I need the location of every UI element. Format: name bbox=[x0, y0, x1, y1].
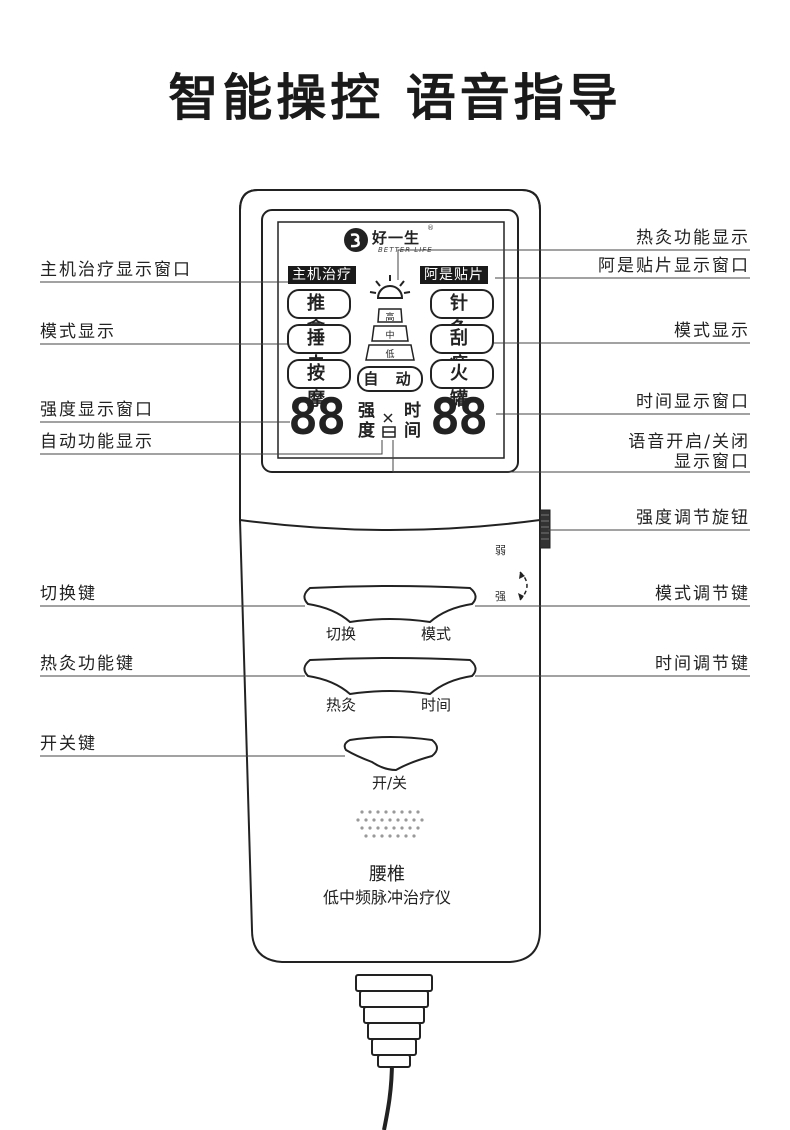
host-therapy-tag: 主机治疗 bbox=[288, 266, 356, 284]
auto-indicator: 自 动 bbox=[357, 366, 423, 392]
label-intensity-knob: 强度调节旋钮 bbox=[636, 508, 750, 528]
label-ashi-window: 阿是贴片显示窗口 bbox=[598, 256, 750, 276]
key-label-power: 开/关 bbox=[372, 774, 408, 792]
label-mode-key: 模式调节键 bbox=[655, 584, 750, 604]
label-power-key: 开关键 bbox=[40, 734, 97, 754]
label-intensity-window: 强度显示窗口 bbox=[40, 400, 154, 420]
heat-moxibustion-icon bbox=[369, 275, 411, 299]
level-low: 低 bbox=[385, 350, 395, 360]
level-high: 高 bbox=[385, 313, 395, 323]
heat-time-key bbox=[303, 657, 477, 696]
intensity-label-2: 度 bbox=[358, 421, 375, 441]
key-label-heat: 热灸 bbox=[326, 696, 357, 714]
power-key bbox=[343, 736, 438, 772]
intensity-level-bars bbox=[365, 308, 415, 361]
label-mode-display-left: 模式显示 bbox=[40, 322, 116, 342]
label-heat-display: 热灸功能显示 bbox=[636, 228, 750, 248]
brand-sub: BETTER LIFE bbox=[378, 246, 433, 254]
switch-mode-key bbox=[303, 585, 477, 624]
mode-zhenjiu: 针 灸 bbox=[430, 289, 494, 340]
product-name: 腰椎 bbox=[369, 864, 405, 885]
label-switch-key: 切换键 bbox=[40, 584, 97, 604]
time-label-2: 间 bbox=[404, 421, 421, 441]
mode-anmo: 按 摩 bbox=[287, 359, 351, 410]
key-label-time: 时间 bbox=[421, 696, 452, 714]
brand-mark: ® bbox=[427, 224, 435, 232]
speaker-grille bbox=[356, 810, 424, 838]
label-auto-display: 自动功能显示 bbox=[40, 432, 154, 452]
label-voice-toggle: 语音开启/关闭 bbox=[628, 432, 750, 452]
knob-strong-label: 强 bbox=[495, 590, 506, 603]
mode-tuina: 推 拿 bbox=[287, 289, 351, 340]
label-time-window: 时间显示窗口 bbox=[636, 392, 750, 412]
cable-strain-relief bbox=[355, 974, 433, 1068]
product-subtitle: 低中频脉冲治疗仪 bbox=[322, 888, 451, 907]
intensity-label-1: 强 bbox=[358, 401, 375, 421]
callout-lines bbox=[40, 249, 750, 757]
label-voice-window: 显示窗口 bbox=[674, 452, 750, 472]
mode-huoguan: 火 罐 bbox=[430, 359, 494, 410]
key-label-switch: 切换 bbox=[326, 625, 357, 643]
label-heat-key: 热灸功能键 bbox=[40, 654, 135, 674]
mode-guasha: 刮 痧 bbox=[430, 324, 494, 375]
page-title: 智能操控 语音指导 bbox=[168, 69, 622, 127]
label-time-key: 时间调节键 bbox=[655, 654, 750, 674]
brand-name: 好一生 bbox=[372, 229, 421, 247]
brand-logo-icon bbox=[344, 228, 368, 252]
label-mode-display-right: 模式显示 bbox=[674, 321, 750, 341]
voice-icon bbox=[382, 413, 396, 438]
intensity-digits: 88 bbox=[288, 388, 346, 446]
time-digits: 88 bbox=[430, 388, 488, 446]
mode-chuiji: 捶 击 bbox=[287, 324, 351, 375]
label-host-therapy-window: 主机治疗显示窗口 bbox=[40, 260, 192, 280]
ashi-patch-tag: 阿是贴片 bbox=[420, 266, 488, 284]
key-label-mode: 模式 bbox=[421, 625, 452, 643]
time-label-1: 时 bbox=[404, 401, 421, 421]
knob-weak-label: 弱 bbox=[495, 544, 506, 557]
level-mid: 中 bbox=[385, 331, 395, 341]
